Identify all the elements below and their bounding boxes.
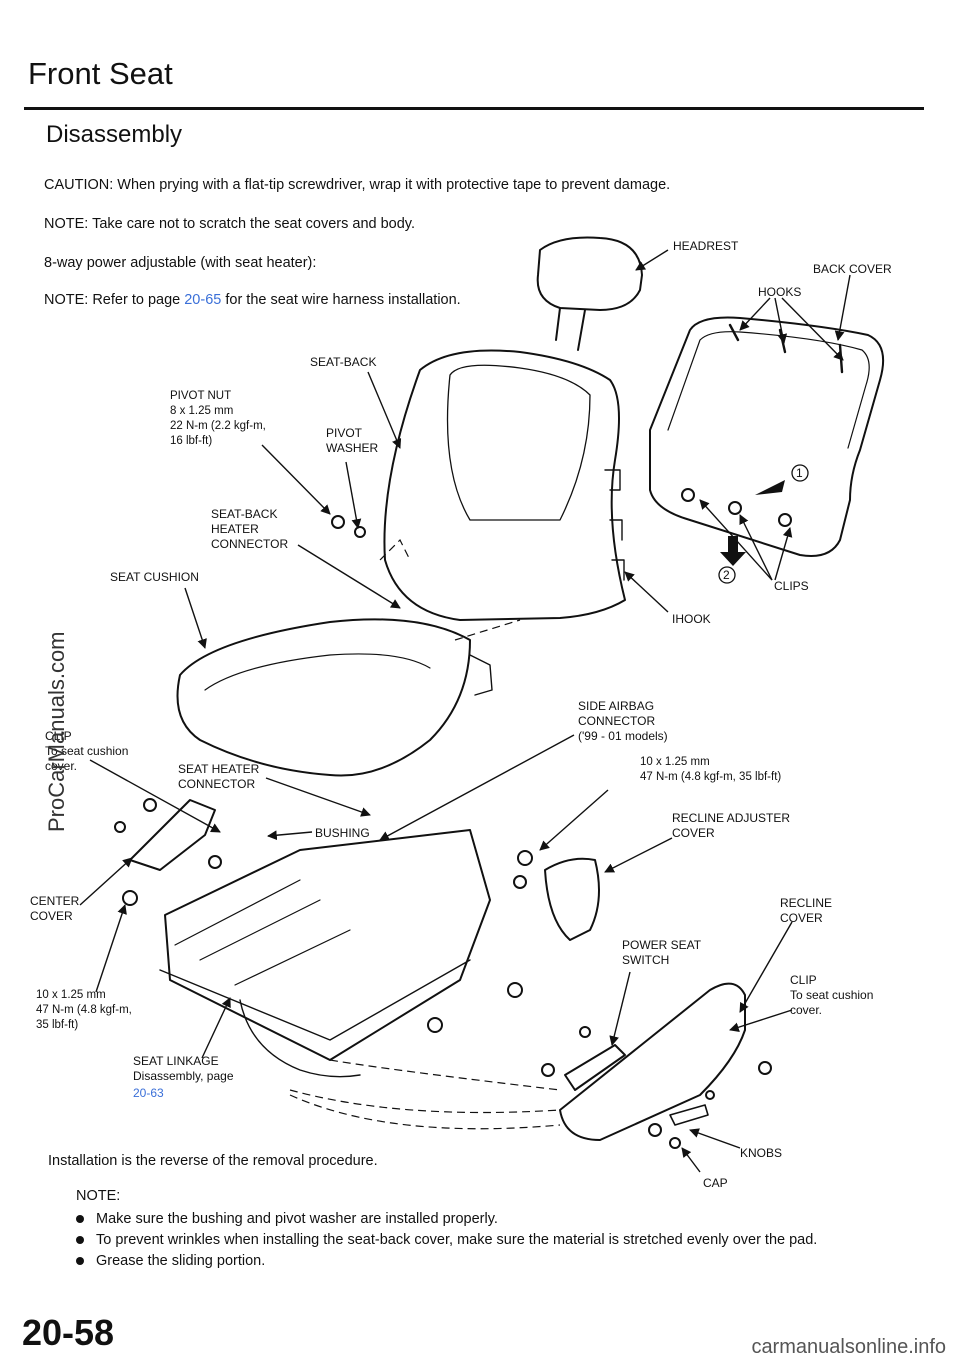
label-knobs: KNOBS [740, 1146, 783, 1160]
label-seat-cushion: SEAT CUSHION [110, 570, 199, 584]
power-seat-switch-shape [564, 1044, 626, 1091]
center-cover-shape [129, 799, 216, 871]
section-subtitle: Disassembly [46, 121, 183, 148]
note-heading: NOTE: [76, 1188, 121, 1204]
note-harness-suffix: for the seat wire harness installation. [221, 292, 461, 308]
label-clips: CLIPS [774, 579, 809, 593]
label-center-cover: CENTER COVER [30, 894, 80, 923]
title-rule [24, 107, 924, 110]
variant-heading: 8-way power adjustable (with seat heater… [44, 255, 317, 271]
recline-cover-shape [559, 982, 746, 1141]
label-recline-adjuster-cover: RECLINE ADJUSTER COVER [672, 811, 791, 840]
label-bushing: BUSHING [315, 826, 370, 840]
installation-text: Installation is the reverse of the remov… [48, 1153, 378, 1169]
seat-cushion-shape [176, 618, 471, 777]
bullet-text: Grease the sliding portion. [96, 1253, 266, 1269]
page-title: Front Seat [28, 56, 173, 91]
note-bullet-1: Make sure the bushing and pivot washer a… [76, 1211, 498, 1227]
watermark: ProCarManuals.com [44, 631, 69, 832]
label-pivot-washer: PIVOT WASHER [326, 426, 379, 455]
label-seat-back: SEAT-BACK [310, 355, 377, 369]
seat-frame-shape [164, 829, 491, 1061]
label-hook: IHOOK [672, 612, 711, 626]
label-seat-back-heater-connector: SEAT-BACK HEATER CONNECTOR [211, 507, 289, 551]
bullet-icon [76, 1236, 84, 1245]
label-side-airbag-connector: SIDE AIRBAG CONNECTOR ('99 - 01 models) [578, 699, 668, 743]
label-clip-left: CLIP To seat cushion cover. [45, 729, 129, 773]
back-cover-shape [649, 316, 884, 557]
bullet-text: To prevent wrinkles when installing the … [96, 1232, 818, 1248]
label-pivot-nut: PIVOT NUT 8 x 1.25 mm 22 N-m (2.2 kgf-m,… [170, 390, 266, 447]
recline-adjuster-cover-shape [544, 857, 600, 941]
footer-site: carmanualsonline.info [751, 1336, 946, 1358]
note-harness: NOTE: Refer to page 20-65 for the seat w… [44, 292, 461, 308]
label-recline-cover: RECLINE COVER [780, 896, 833, 925]
label-back-cover: BACK COVER [813, 262, 892, 276]
page-number: 20-58 [22, 1312, 115, 1353]
page-link-20-65[interactable]: 20-65 [184, 292, 222, 308]
label-seat-linkage: SEAT LINKAGE Disassembly, page [133, 1054, 234, 1083]
label-cap: CAP [703, 1176, 728, 1190]
label-headrest: HEADREST [673, 239, 739, 253]
step-1-marker: 1 [796, 466, 803, 480]
bullet-text: Make sure the bushing and pivot washer a… [96, 1211, 498, 1227]
headrest-shape [536, 236, 643, 311]
bullet-icon [76, 1215, 84, 1224]
label-power-seat-switch: POWER SEAT SWITCH [622, 938, 702, 967]
seat-back-shape [383, 349, 626, 621]
step-2-marker: 2 [723, 568, 730, 582]
note-bullet-2: To prevent wrinkles when installing the … [76, 1232, 817, 1248]
note-scratch: NOTE: Take care not to scratch the seat … [44, 216, 416, 232]
page-link-20-63[interactable]: 20-63 [133, 1086, 164, 1100]
note-harness-prefix: NOTE: Refer to page [44, 292, 185, 308]
label-left-torque: 10 x 1.25 mm 47 N-m (4.8 kgf-m, 35 lbf-f… [36, 989, 132, 1031]
note-bullet-3: Grease the sliding portion. [76, 1253, 265, 1269]
bullet-icon [76, 1257, 84, 1266]
label-recline-torque: 10 x 1.25 mm 47 N-m (4.8 kgf-m, 35 lbf-f… [640, 756, 782, 783]
label-hooks: HOOKS [758, 285, 802, 299]
label-seat-heater-connector: SEAT HEATER CONNECTOR [178, 762, 260, 791]
caution-text: CAUTION: When prying with a flat-tip scr… [44, 177, 671, 193]
label-clip-right: CLIP To seat cushion cover. [790, 973, 874, 1017]
